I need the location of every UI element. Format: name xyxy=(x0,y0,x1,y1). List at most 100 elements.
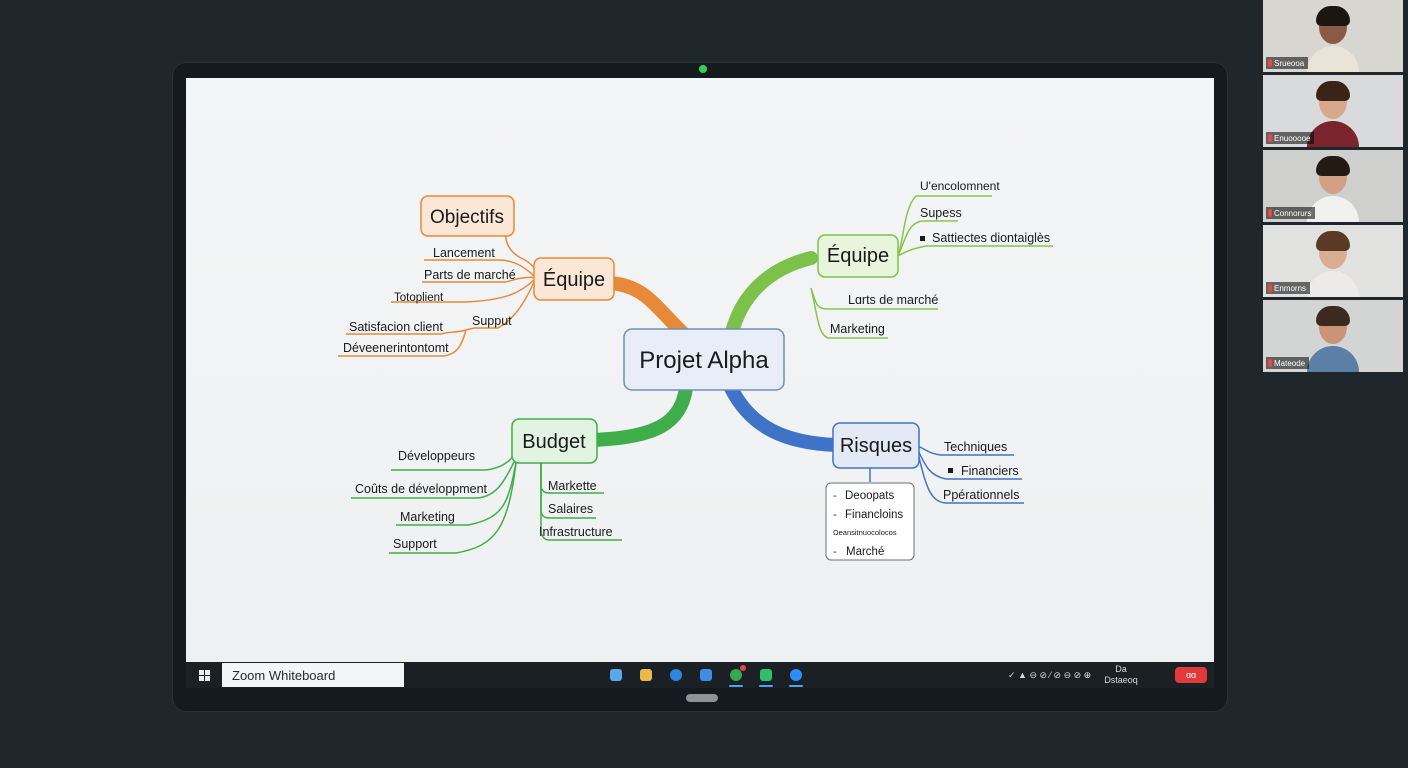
windows-logo-icon xyxy=(198,669,210,681)
risques-subbox[interactable]: - Deoopats - Financloins Ωeansitnuocoloc… xyxy=(825,482,915,561)
mic-muted-icon xyxy=(1268,134,1272,142)
participant-hair xyxy=(1316,156,1350,176)
svg-text:-: - xyxy=(833,509,837,521)
node-equipe-right-label: Équipe xyxy=(827,244,889,267)
clock-line-2: Dstaeoq xyxy=(1104,675,1138,685)
leaf-supess[interactable]: Supess xyxy=(920,206,962,220)
participant-hair xyxy=(1316,81,1350,101)
leaf-lancement[interactable]: Lancement xyxy=(433,246,495,260)
participant-hair xyxy=(1316,306,1350,326)
home-indicator xyxy=(686,694,718,702)
participant-hair xyxy=(1316,6,1350,26)
tray-icons: ✓ ▲ ⊖ ⊘ ⁄ ⊘ ⊖ ⊘ ⊕ xyxy=(1008,669,1092,680)
browser-icon[interactable] xyxy=(666,665,686,685)
app-tab-zoom-whiteboard[interactable]: Zoom Whiteboard xyxy=(222,663,404,687)
mic-muted-icon xyxy=(1268,209,1272,217)
participant-tile[interactable]: Enuooooe xyxy=(1263,75,1403,147)
branch-connector-equipe-left xyxy=(604,276,693,343)
leaf-developpeurs[interactable]: Développeurs xyxy=(398,449,475,463)
taskbar-pinned-apps xyxy=(606,665,806,687)
participant-name-tag: Connorurs xyxy=(1266,207,1316,219)
app-tab-label: Zoom Whiteboard xyxy=(232,667,336,683)
links-budget xyxy=(351,452,622,554)
folder-icon[interactable] xyxy=(636,665,656,685)
svg-text:-: - xyxy=(833,490,837,502)
node-budget-label: Budget xyxy=(522,431,586,453)
leaf-sattiectes[interactable]: Sattiectes diontaiglès xyxy=(932,231,1050,245)
links-risques xyxy=(869,445,1024,504)
participant-hair xyxy=(1316,231,1350,251)
leaf-larts-de-marche[interactable]: Lɑrts de marché xyxy=(848,293,938,307)
mic-muted-icon xyxy=(1268,359,1272,367)
participant-tile[interactable]: Mateode xyxy=(1263,300,1403,372)
notes-icon[interactable] xyxy=(756,665,776,687)
bullet-icon xyxy=(948,468,953,473)
links-equipe-left xyxy=(338,222,538,357)
leaf-marketing-right[interactable]: Marketing xyxy=(830,322,885,336)
node-objectifs[interactable]: Objectifs xyxy=(420,195,515,237)
zoom-icon[interactable] xyxy=(786,665,806,687)
participant-name: Srueooa xyxy=(1274,58,1305,68)
branch-connector-risques xyxy=(724,381,843,452)
chrome-icon[interactable] xyxy=(726,665,746,687)
leaf-supput[interactable]: Supput xyxy=(472,314,512,328)
leaf-pperationnels[interactable]: Ppérationnels xyxy=(943,488,1019,502)
leaf-totoplient[interactable]: Totoplient xyxy=(394,292,444,304)
leaf-deveenerintontomt[interactable]: Déveenerintontomt xyxy=(343,341,449,355)
end-button[interactable]: ɑɑ xyxy=(1175,667,1207,683)
subbox-item-small: Ωeansitnuocolocos xyxy=(833,528,897,537)
start-button[interactable] xyxy=(186,662,222,688)
participant-tile[interactable]: Enmorns xyxy=(1263,225,1403,297)
leaf-support[interactable]: Support xyxy=(393,537,437,551)
participant-name: Enuooooe xyxy=(1274,133,1311,143)
clock[interactable]: Da Dstaeoq xyxy=(1104,664,1138,686)
node-objectifs-label: Objectifs xyxy=(430,207,504,228)
participant-tile[interactable]: Connorurs xyxy=(1263,150,1403,222)
participant-name: Enmorns xyxy=(1274,283,1307,293)
notification-badge-icon xyxy=(740,665,746,671)
node-equipe-right[interactable]: Équipe xyxy=(817,234,899,278)
node-budget[interactable]: Budget xyxy=(511,418,598,464)
subbox-item-marche: Marché xyxy=(846,546,884,558)
participant-name: Connorurs xyxy=(1274,208,1312,218)
center-node[interactable]: Projet Alpha xyxy=(623,328,785,391)
branch-connector-equipe-right xyxy=(724,251,818,343)
leaf-infrastructure[interactable]: Infrastructure xyxy=(539,525,613,539)
branch-connector-budget xyxy=(584,381,693,447)
end-button-label: ɑɑ xyxy=(1185,670,1196,680)
svg-text:-: - xyxy=(833,546,837,558)
leaf-uencolomnent[interactable]: U'encolomnent xyxy=(920,179,1000,193)
participant-name-tag: Enmorns xyxy=(1266,282,1311,294)
participant-name-tag: Srueooa xyxy=(1266,57,1309,69)
mind-map-canvas[interactable]: Projet Alpha Objectifs Équipe Équipe Bud… xyxy=(186,78,1214,662)
links-equipe-right xyxy=(810,195,1053,339)
leaf-markette[interactable]: Markette xyxy=(548,479,597,493)
participant-tile[interactable]: Srueooa xyxy=(1263,0,1403,72)
file-explorer-icon[interactable] xyxy=(606,665,626,685)
node-equipe-left[interactable]: Équipe xyxy=(533,257,615,301)
clock-line-1: Da xyxy=(1115,664,1127,674)
shared-screen: Projet Alpha Objectifs Équipe Équipe Bud… xyxy=(186,78,1214,688)
leaf-salaires[interactable]: Salaires xyxy=(548,502,593,516)
leaf-techniques[interactable]: Techniques xyxy=(944,440,1007,454)
leaf-satisfacion-client[interactable]: Satisfacion client xyxy=(349,320,443,334)
node-risques-label: Risques xyxy=(840,435,912,457)
taskbar: Zoom Whiteboard ✓ ▲ ⊖ ⊘ ⁄ ⊘ ⊖ ⊘ ⊕ Da Dst… xyxy=(186,662,1214,688)
subbox-item-deoopats: Deoopats xyxy=(845,490,894,502)
node-risques[interactable]: Risques xyxy=(832,422,920,469)
leaf-marketing-budget[interactable]: Marketing xyxy=(400,510,455,524)
participant-name-tag: Mateode xyxy=(1266,357,1310,369)
mic-muted-icon xyxy=(1268,59,1272,67)
mic-muted-icon xyxy=(1268,284,1272,292)
camera-indicator xyxy=(699,65,707,73)
leaf-parts-de-marche[interactable]: Parts de marché xyxy=(424,268,516,282)
subbox-item-financloins: Financloins xyxy=(845,509,903,521)
store-icon[interactable] xyxy=(696,665,716,685)
participant-name: Mateode xyxy=(1274,358,1306,368)
system-tray[interactable]: ✓ ▲ ⊖ ⊘ ⁄ ⊘ ⊖ ⊘ ⊕ Da Dstaeoq xyxy=(1008,662,1138,688)
participant-name-tag: Enuooooe xyxy=(1266,132,1315,144)
participants-panel: Srueooa Enuooooe Connorurs Enmorns Mateo… xyxy=(1263,0,1405,375)
leaf-couts-developpment[interactable]: Coûts de développment xyxy=(355,482,488,496)
leaf-financiers[interactable]: Financiers xyxy=(961,464,1019,478)
node-equipe-left-label: Équipe xyxy=(543,268,605,291)
